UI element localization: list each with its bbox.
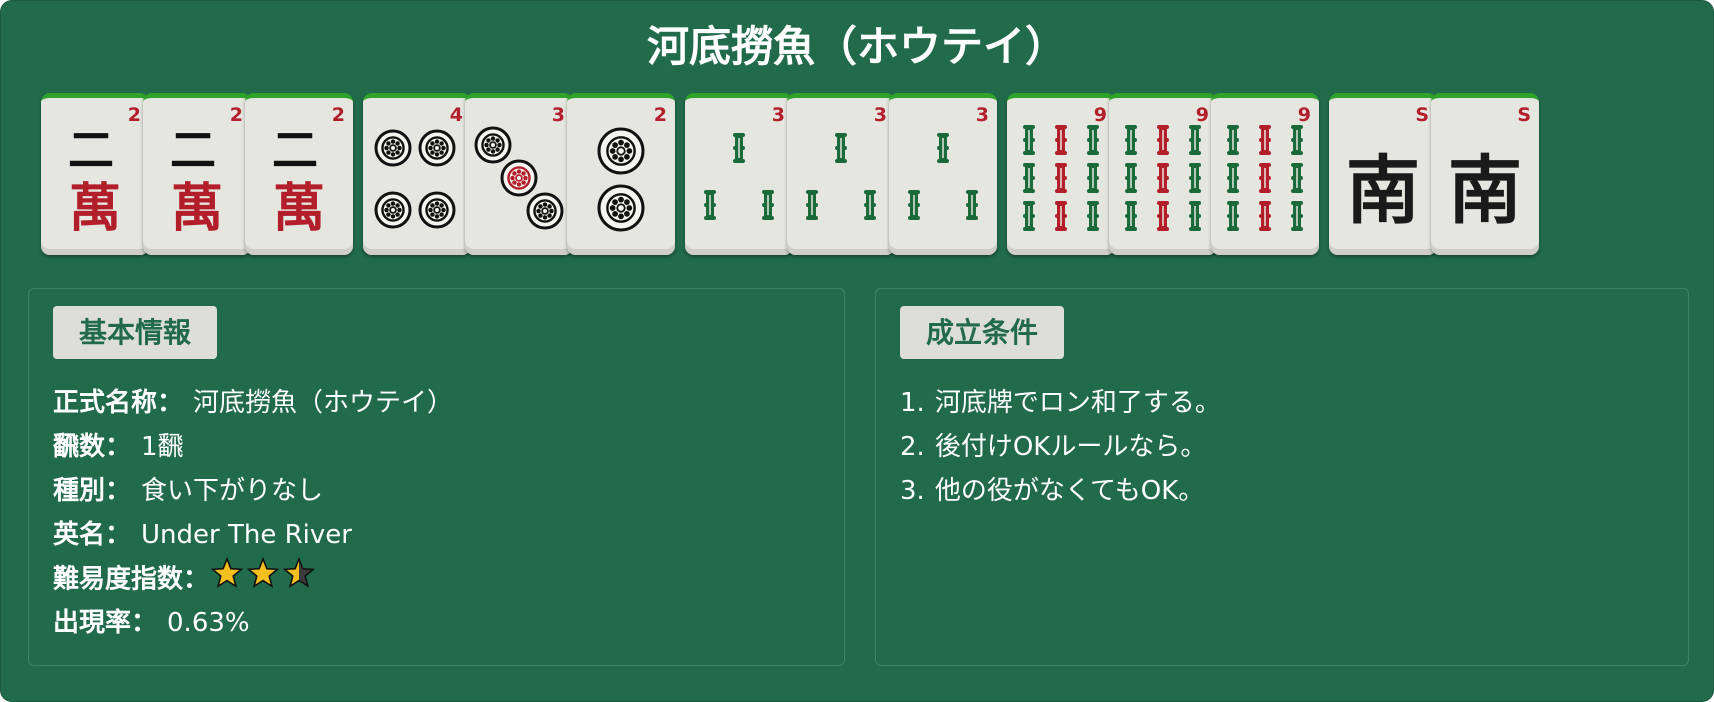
tile-badge: 9 <box>1297 104 1311 126</box>
sou-tile-3: 3 <box>787 93 895 255</box>
wind-tile-face: 南 <box>1346 148 1420 234</box>
man-tile-face: 二萬 <box>68 123 121 239</box>
sou-tile-face <box>704 133 774 220</box>
condition-number: 1. <box>900 388 925 418</box>
pin-tile-4: 4 <box>363 93 471 255</box>
sou-tile-9: 9 <box>1109 93 1217 255</box>
pin-tile-face <box>597 127 645 232</box>
condition-text: 他の役がなくてもOK。 <box>934 476 1205 506</box>
sou-tile-9: 9 <box>1211 93 1319 255</box>
star-filled <box>247 557 280 588</box>
svg-text:萬: 萬 <box>69 178 121 239</box>
official-name-value: 河底撈魚（ホウテイ） <box>193 388 454 418</box>
condition-text: 河底牌でロン和了する。 <box>934 388 1221 418</box>
sou-tile-face <box>1125 125 1201 231</box>
english-value: Under The River <box>141 520 352 550</box>
man-tile-2: 二萬 2 <box>245 93 353 255</box>
pin-tile-2: 2 <box>567 93 675 255</box>
difficulty-row: 難易度指数： <box>53 556 453 603</box>
condition-item: 2. 後付けOKルールなら。 <box>900 425 1221 469</box>
rate-key: 出現率： <box>53 608 158 638</box>
tile-badge: 2 <box>331 104 345 126</box>
sou-tile-face <box>908 133 978 220</box>
condition-number: 3. <box>900 476 925 506</box>
pin-tile-face <box>474 126 564 230</box>
condition-number: 2. <box>900 432 925 462</box>
svg-text:萬: 萬 <box>273 178 325 239</box>
han-value: 1飜 <box>141 432 184 462</box>
basic-info-label: 基本情報 <box>53 306 218 359</box>
condition-item: 1. 河底牌でロン和了する。 <box>900 381 1221 425</box>
difficulty-stars <box>210 556 323 603</box>
svg-text:南: 南 <box>1346 148 1420 234</box>
sou-tile-3: 3 <box>685 93 793 255</box>
tile-badge: 2 <box>229 104 243 126</box>
english-key: 英名： <box>53 520 132 550</box>
tile-badge: 3 <box>975 104 989 126</box>
sou-tile-face <box>806 133 876 220</box>
svg-text:二: 二 <box>170 123 216 177</box>
tile-badge: 9 <box>1195 104 1209 126</box>
conditions-panel: 成立条件 1. 河底牌でロン和了する。 2. 後付けOKルールなら。 3. 他の役がな… <box>875 288 1689 666</box>
svg-text:二: 二 <box>272 123 318 177</box>
sou-tile-9: 9 <box>1007 93 1115 255</box>
basic-info-panel: 基本情報 正式名称： 河底撈魚（ホウテイ） 飜数： 1飜 種別： 食い下がりなし 英名… <box>28 288 845 666</box>
pin-tile-face <box>374 129 456 229</box>
svg-text:南: 南 <box>1448 148 1522 234</box>
tile-badge: 9 <box>1093 104 1107 126</box>
star-filled <box>283 557 300 588</box>
man-tile-face: 二萬 <box>272 123 325 239</box>
page-title: 河底撈魚（ホウテイ） <box>646 22 1067 71</box>
english-row: 英名： Under The River <box>53 513 453 557</box>
sou-tile-face <box>1023 125 1099 231</box>
man-tile-2: 二萬 2 <box>41 93 149 255</box>
tile-badge: 3 <box>873 104 887 126</box>
wind-tile-face: 南 <box>1448 148 1522 234</box>
sou-tile-3: 3 <box>889 93 997 255</box>
tile-badge: S <box>1517 104 1531 126</box>
sou-tile-face <box>1227 125 1303 231</box>
conditions-label: 成立条件 <box>900 306 1065 359</box>
tile-badge: 2 <box>653 104 667 126</box>
tile-badge: 3 <box>551 104 565 126</box>
tile-badge: 2 <box>127 104 141 126</box>
rate-value: 0.63% <box>167 608 250 638</box>
star-filled <box>211 557 244 588</box>
man-tile-face: 二萬 <box>170 123 223 239</box>
condition-item: 3. 他の役がなくてもOK。 <box>900 469 1221 513</box>
pin-tile-3: 3 <box>465 93 573 255</box>
type-value: 食い下がりなし <box>141 476 324 506</box>
svg-text:二: 二 <box>68 123 114 177</box>
tile-badge: 4 <box>449 104 463 126</box>
type-key: 種別： <box>53 476 132 506</box>
difficulty-key: 難易度指数： <box>53 564 210 595</box>
han-row: 飜数： 1飜 <box>53 425 453 469</box>
man-tile-2: 二萬 2 <box>143 93 251 255</box>
svg-text:萬: 萬 <box>171 178 223 239</box>
type-row: 種別： 食い下がりなし <box>53 469 453 513</box>
tile-badge: 3 <box>771 104 785 126</box>
official-name-key: 正式名称： <box>53 388 184 418</box>
condition-text: 後付けOKルールなら。 <box>934 432 1207 462</box>
han-key: 飜数： <box>53 432 132 462</box>
rate-row: 出現率： 0.63% <box>53 601 453 645</box>
tile-badge: S <box>1415 104 1429 126</box>
official-name-row: 正式名称： 河底撈魚（ホウテイ） <box>53 381 453 425</box>
